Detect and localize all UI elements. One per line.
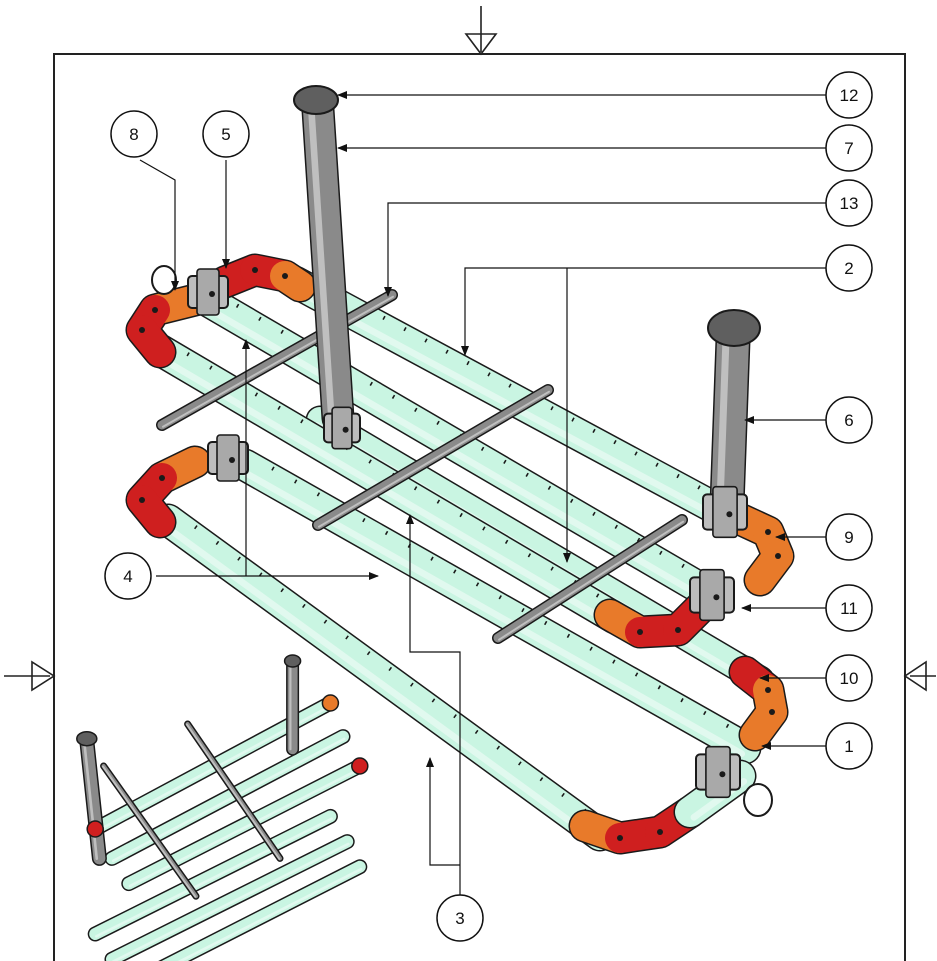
callout-label: 6 <box>844 411 853 430</box>
lower-pipe-back-holes <box>271 466 730 729</box>
inset-pipe-4 <box>87 808 338 942</box>
inset-overview-thumbnail <box>76 654 369 961</box>
lower-elbow-left <box>125 445 212 539</box>
tee-fitting-lower-right <box>695 745 741 799</box>
inset-elbow-2 <box>86 820 104 838</box>
callout-4: 4 <box>104 552 152 600</box>
callout-1: 1 <box>825 722 873 770</box>
section-arrow-right <box>903 660 936 692</box>
callout-3: 3 <box>436 894 484 942</box>
leader-13 <box>384 202 826 297</box>
upper-elbow-left <box>125 283 212 369</box>
section-arrow-top <box>464 6 498 56</box>
callout-11: 11 <box>825 584 873 632</box>
callout-label: 1 <box>844 737 853 756</box>
callout-label: 13 <box>840 194 859 213</box>
tee-fitting-lower-left <box>207 434 249 482</box>
cleanout-cap-left <box>151 265 177 295</box>
callout-label: 10 <box>840 669 859 688</box>
leader-3b <box>426 757 460 866</box>
leader-lines <box>139 91 826 905</box>
leader-8 <box>139 159 179 291</box>
callout-9: 9 <box>825 513 873 561</box>
callout-8: 8 <box>110 110 158 158</box>
callout-7: 7 <box>825 124 873 172</box>
drawing-frame <box>53 53 906 961</box>
section-arrow-left <box>4 660 56 692</box>
tee-fitting-mid-right <box>689 568 735 622</box>
inset-rod-1 <box>100 762 200 900</box>
vent-left-cap <box>293 85 339 115</box>
callout-balloon <box>825 722 873 770</box>
callout-label: 11 <box>840 599 858 618</box>
support-rod-1 <box>156 289 398 431</box>
callout-balloon <box>825 513 873 561</box>
upper-pipe-middle-holes <box>235 303 685 568</box>
callout-2: 2 <box>825 244 873 292</box>
vent-left-pipe <box>301 93 355 435</box>
callout-label: 12 <box>840 86 859 105</box>
tee-fittings <box>151 265 773 817</box>
lower-pipe-front-holes <box>194 525 587 813</box>
callout-balloon <box>104 552 152 600</box>
vent-stack-left <box>293 85 355 435</box>
callout-balloon <box>436 894 484 942</box>
callout-label: 5 <box>221 125 230 144</box>
callout-balloons: 12 7 13 2 6 9 11 10 1 8 5 4 3 <box>104 71 873 942</box>
lower-pipe-front <box>151 503 617 852</box>
callout-balloon <box>825 244 873 292</box>
callout-label: 9 <box>844 528 853 547</box>
inset-pipe-5 <box>104 834 355 961</box>
callout-label: 4 <box>123 567 132 586</box>
callout-balloon <box>110 110 158 158</box>
callout-balloon <box>825 124 873 172</box>
inset-vent-cap-2 <box>283 654 302 668</box>
tee-fitting-vent-left <box>323 406 361 450</box>
vent-stack-right <box>707 309 761 523</box>
callout-label: 7 <box>844 139 853 158</box>
inset-elbow-1 <box>321 694 340 712</box>
callout-balloon <box>825 396 873 444</box>
callout-10: 10 <box>825 654 873 702</box>
inset-pipe-3 <box>121 758 368 892</box>
tee-fitting-upper-left <box>187 268 229 316</box>
callout-label: 8 <box>129 125 138 144</box>
tee-fitting-vent-right <box>702 485 748 539</box>
inset-rod-2 <box>184 720 284 862</box>
callout-6: 6 <box>825 396 873 444</box>
cleanout-cap-right <box>743 783 773 817</box>
leader-2a <box>461 267 826 356</box>
upper-support-rods <box>156 289 688 644</box>
callout-balloon <box>825 654 873 702</box>
inset-vent-cap-1 <box>76 730 98 747</box>
callout-balloon <box>825 179 873 227</box>
callout-label: 3 <box>455 909 464 928</box>
upper-elbow-top <box>208 253 317 303</box>
callout-12: 12 <box>825 71 873 119</box>
leader-3a <box>406 514 461 905</box>
inset-elbow-4 <box>351 757 369 775</box>
callout-13: 13 <box>825 179 873 227</box>
callout-balloon <box>825 584 873 632</box>
lower-elbow-right <box>728 655 789 752</box>
upper-pipe-back <box>278 265 732 525</box>
support-rod-2 <box>312 384 554 531</box>
callout-balloon <box>202 110 250 158</box>
callout-balloon <box>825 71 873 119</box>
inset-vent-2 <box>286 658 300 756</box>
callout-label: 2 <box>844 259 853 278</box>
callout-5: 5 <box>202 110 250 158</box>
vent-right-pipe <box>709 322 751 523</box>
upper-elbow-right <box>725 503 795 597</box>
vent-right-cap <box>707 309 761 347</box>
inset-pipe-6 <box>158 859 368 961</box>
support-rod-3 <box>492 514 688 644</box>
inset-vent-1 <box>79 733 107 866</box>
